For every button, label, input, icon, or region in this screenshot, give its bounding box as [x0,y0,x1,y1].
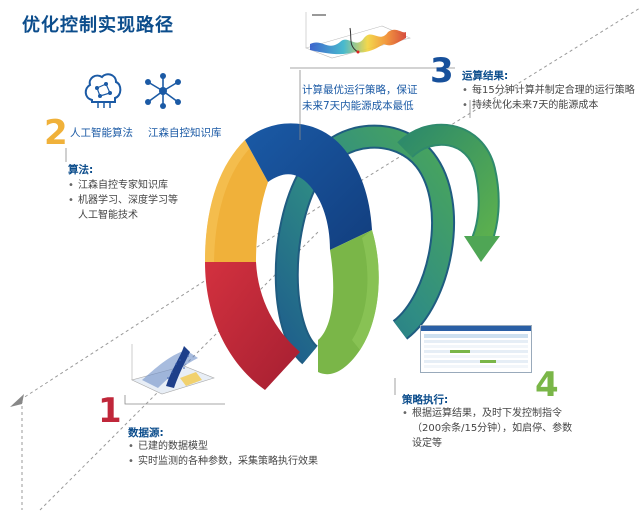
page-title: 优化控制实现路径 [22,15,174,36]
ai-algorithm-label: 人工智能算法 [70,127,133,139]
spiral-arrow-head [464,236,500,262]
step-2-bullets: 江森自控专家知识库 机器学习、深度学习等 人工智能技术 [68,178,178,223]
brain-circuit-icon [82,70,124,110]
note-line: 未来7天内能源成本最低 [302,100,414,112]
step-3-heading: 运算结果: [462,70,509,82]
list-item: 江森自控专家知识库 [68,178,178,193]
step-3-number: 3 [430,51,454,91]
optimization-surface-plot [302,8,414,66]
data-model-scatter-plot [128,338,216,400]
knowledge-base-label: 江森自控知识库 [148,127,222,139]
list-item: 实时监测的各种参数，采集策略执行效果 [128,454,318,469]
step-1-number: 1 [98,391,122,431]
control-dashboard-screenshot [420,325,532,373]
step-2-number: 2 [44,113,68,153]
network-nodes-icon [142,72,184,110]
segment-red [205,262,300,390]
step-2-heading: 算法: [68,164,94,176]
step-1-bullets: 已建的数据模型 实时监测的各种参数，采集策略执行效果 [128,439,318,469]
segment-yellow [205,140,268,262]
list-item: 已建的数据模型 [128,439,318,454]
list-item: 机器学习、深度学习等 [68,193,178,208]
list-item: 每15分钟计算并制定合理的运行策略 [462,83,635,98]
step-4-number: 4 [535,365,559,405]
note-line: 计算最优运行策略，保证 [302,84,418,96]
list-item: 根据运算结果，及时下发控制指令 [402,406,572,421]
spiral-back-coils [274,123,500,365]
segment-blue [245,123,372,250]
spiral-front-ring [205,123,379,390]
step-3-bullets: 每15分钟计算并制定合理的运行策略 持续优化未来7天的能源成本 [462,83,635,113]
step-4-bullets: 根据运算结果，及时下发控制指令 （200余条/15分钟），如启停、参数 设定等 [402,406,572,451]
list-item: 设定等 [412,438,442,449]
step-3-note: 计算最优运行策略，保证 未来7天内能源成本最低 [302,82,418,114]
axis-arrow-left [10,394,24,407]
list-item: 持续优化未来7天的能源成本 [462,98,635,113]
list-item: 人工智能技术 [78,210,138,221]
list-item: （200余条/15分钟），如启停、参数 [412,423,573,434]
step-4-heading: 策略执行: [402,394,449,406]
step-1-heading: 数据源: [128,427,164,439]
